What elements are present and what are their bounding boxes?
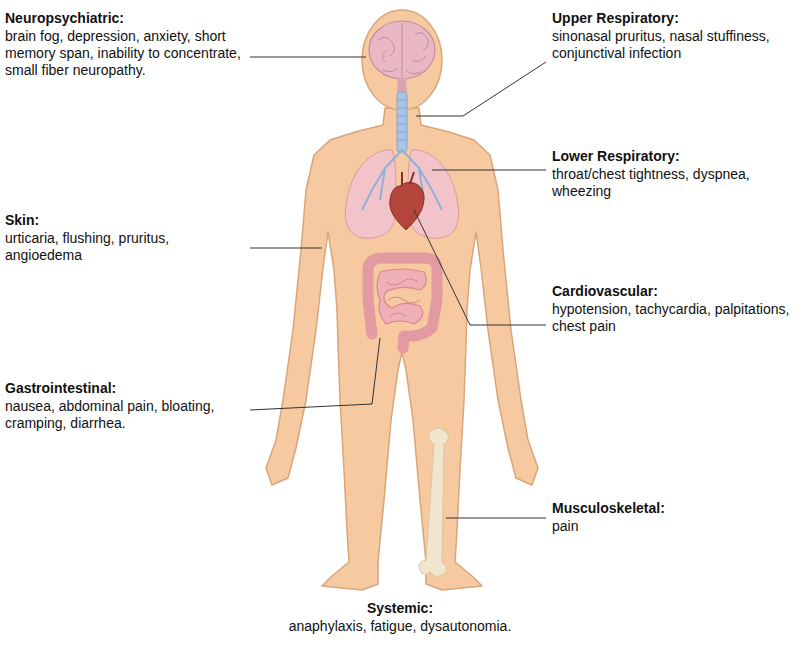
leader-line — [416, 62, 546, 116]
section-heading: Cardiovascular: — [552, 283, 792, 300]
brain-shape — [369, 21, 435, 79]
heart-shape — [390, 182, 424, 230]
section-heading: Skin: — [5, 212, 245, 229]
section-heading: Gastrointestinal: — [5, 380, 245, 397]
symptom-list: pain — [552, 518, 792, 535]
section-heading: Lower Respiratory: — [552, 148, 792, 165]
large-intestine — [368, 258, 437, 348]
brain-stem — [397, 78, 407, 92]
symptom-list: brain fog, depression, anxiety, short me… — [5, 28, 245, 79]
leader-lines — [250, 57, 546, 518]
section-heading: Musculoskeletal: — [552, 500, 792, 517]
trachea-shape — [397, 92, 407, 152]
leader-line — [250, 57, 366, 58]
leader-line — [250, 338, 380, 410]
symptom-list: urticaria, flushing, pruritus, angioedem… — [5, 230, 245, 264]
symptom-list: anaphylaxis, fatigue, dysautonomia. — [280, 618, 520, 635]
leader-line — [414, 210, 546, 325]
leg-bone — [419, 428, 449, 577]
leader-line — [250, 248, 322, 249]
intestine-folds — [386, 279, 420, 316]
section-heading: Neuropsychiatric: — [5, 10, 245, 27]
symptom-list: sinonasal pruritus, nasal stuffiness, co… — [552, 28, 792, 62]
section-heading: Upper Respiratory: — [552, 10, 792, 27]
brain-folds — [378, 23, 428, 78]
leader-line — [446, 518, 546, 519]
symptom-list: hypotension, tachycardia, palpitations, … — [552, 301, 792, 335]
heart-vessels — [402, 172, 414, 186]
symptom-list: throat/chest tightness, dyspnea, wheezin… — [552, 166, 792, 200]
section-heading: Systemic: — [280, 600, 520, 617]
leader-line — [432, 170, 546, 171]
small-intestine — [377, 269, 426, 324]
trachea-rings — [397, 100, 407, 140]
symptom-list: nausea, abdominal pain, bloating, crampi… — [5, 398, 245, 432]
